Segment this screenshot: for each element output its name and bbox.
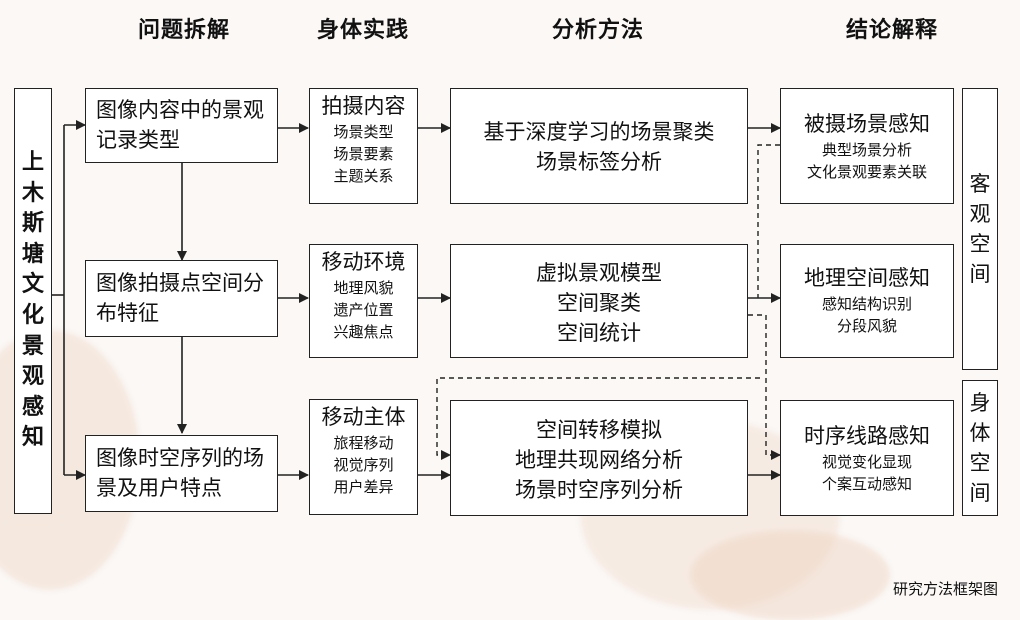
vertical-char: 感 [21, 394, 44, 420]
vertical-char: 塘 [21, 241, 44, 267]
practice-item: 视觉序列 [333, 456, 394, 474]
method-box-1: 基于深度学习的场景聚类 场景标签分析 [450, 88, 748, 204]
figure-caption: 研究方法框架图 [892, 580, 998, 598]
background-texture [690, 530, 890, 620]
practice-item: 兴趣焦点 [333, 323, 394, 341]
conclusion-box-2: 地理空间感知 感知结构识别 分段风貌 [780, 244, 954, 358]
problem-box-3: 图像时空序列的场景及用户特点 [85, 435, 278, 512]
practice-item: 旅程移动 [333, 434, 394, 452]
vertical-char: 空 [969, 232, 991, 256]
method-line: 空间聚类 [557, 291, 641, 315]
conclusion-item: 感知结构识别 [821, 295, 912, 313]
method-line: 地理共现网络分析 [515, 448, 683, 472]
conclusion-item: 视觉变化显现 [821, 453, 912, 471]
body-space-label: 身体空间 [962, 380, 998, 516]
practice-item: 主题关系 [333, 167, 394, 185]
conclusion-title: 被摄场景感知 [804, 112, 930, 136]
method-line: 空间转移模拟 [536, 418, 662, 442]
vertical-char: 观 [21, 364, 44, 390]
method-line: 场景时空序列分析 [515, 478, 683, 502]
conclusion-item: 典型场景分析 [821, 141, 912, 159]
practice-item: 地理风貌 [333, 279, 394, 297]
practice-item: 用户差异 [333, 478, 394, 496]
vertical-char: 木 [21, 180, 44, 206]
vertical-char: 上 [21, 150, 44, 176]
method-line: 基于深度学习的场景聚类 [483, 120, 715, 144]
method-line: 空间统计 [557, 321, 641, 345]
vertical-char: 观 [969, 202, 991, 226]
method-box-3: 空间转移模拟 地理共现网络分析 场景时空序列分析 [450, 400, 748, 516]
objective-space-label: 客观空间 [962, 88, 998, 370]
vertical-char: 身 [969, 391, 991, 415]
vertical-char: 间 [969, 481, 991, 505]
column-header-practice: 身体实践 [316, 18, 409, 43]
vertical-char: 斯 [21, 211, 44, 237]
method-box-2: 虚拟景观模型 空间聚类 空间统计 [450, 244, 748, 358]
method-line: 场景标签分析 [536, 150, 662, 174]
practice-box-1: 拍摄内容 场景类型 场景要素 主题关系 [309, 88, 418, 204]
problem-box-2: 图像拍摄点空间分布特征 [85, 260, 278, 337]
practice-item: 场景类型 [333, 123, 394, 141]
practice-box-2: 移动环境 地理风貌 遗产位置 兴趣焦点 [309, 244, 418, 358]
column-header-problem: 问题拆解 [137, 18, 230, 43]
vertical-char: 间 [969, 262, 991, 286]
problem-box-1: 图像内容中的景观记录类型 [85, 88, 278, 163]
vertical-char: 知 [21, 425, 44, 451]
vertical-char: 体 [969, 421, 991, 445]
conclusion-title: 时序线路感知 [804, 424, 930, 448]
practice-item: 遗产位置 [333, 301, 394, 319]
vertical-char: 客 [969, 172, 991, 196]
vertical-char: 空 [969, 451, 991, 475]
problem-label: 图像时空序列的场景及用户特点 [96, 446, 264, 500]
vertical-char: 景 [21, 333, 44, 359]
conclusion-title: 地理空间感知 [804, 266, 930, 290]
conclusion-box-1: 被摄场景感知 典型场景分析 文化景观要素关联 [780, 88, 954, 204]
problem-label: 图像拍摄点空间分布特征 [96, 271, 264, 325]
vertical-char: 文 [21, 272, 44, 298]
problem-label: 图像内容中的景观记录类型 [96, 98, 264, 152]
practice-title: 拍摄内容 [321, 94, 406, 118]
practice-title: 移动环境 [321, 250, 406, 274]
column-header-conclusion: 结论解释 [845, 18, 938, 43]
practice-title: 移动主体 [321, 405, 406, 429]
conclusion-box-3: 时序线路感知 视觉变化显现 个案互动感知 [780, 400, 954, 516]
practice-item: 场景要素 [333, 145, 394, 163]
method-line: 虚拟景观模型 [536, 261, 662, 285]
research-subject-box: 上木斯塘文化景观感知 [14, 88, 52, 514]
conclusion-item: 分段风貌 [836, 317, 897, 335]
conclusion-item: 个案互动感知 [821, 475, 912, 493]
vertical-char: 化 [21, 303, 44, 328]
column-header-method: 分析方法 [551, 18, 644, 43]
practice-box-3: 移动主体 旅程移动 视觉序列 用户差异 [309, 399, 418, 515]
conclusion-item: 文化景观要素关联 [806, 163, 927, 181]
